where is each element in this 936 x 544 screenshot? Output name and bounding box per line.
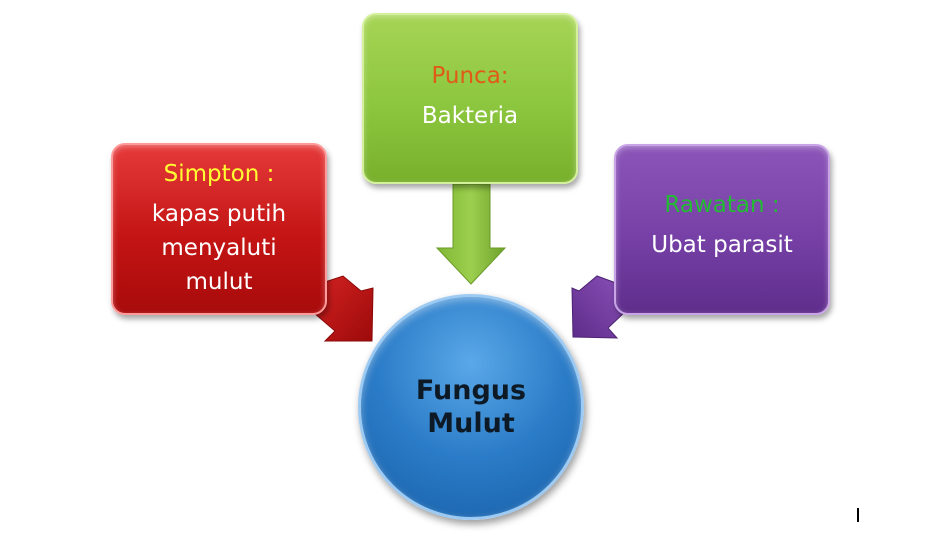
symptom-text: kapas putih menyaluti mulut — [151, 201, 287, 295]
center-topic-text: Fungus Mulut — [416, 374, 526, 440]
cause-label: Punca: — [431, 63, 509, 89]
cause-box: Punca: Bakteria — [362, 13, 578, 184]
treatment-text: Ubat parasit — [651, 232, 793, 258]
center-line-2: Mulut — [427, 408, 515, 439]
arrow-left-to-center — [313, 275, 374, 342]
symptom-box: Simpton : kapas putih menyaluti mulut — [111, 143, 327, 315]
arrow-right-to-center — [571, 275, 628, 339]
symptom-label: Simpton : — [163, 161, 275, 187]
center-topic-circle: Fungus Mulut — [358, 294, 584, 520]
arrow-top-to-center — [435, 183, 507, 285]
cause-text: Bakteria — [421, 103, 519, 129]
center-line-1: Fungus — [415, 375, 527, 406]
treatment-box: Rawatan : Ubat parasit — [614, 144, 830, 315]
treatment-label: Rawatan : — [664, 192, 780, 218]
text-cursor-mark — [857, 508, 859, 522]
